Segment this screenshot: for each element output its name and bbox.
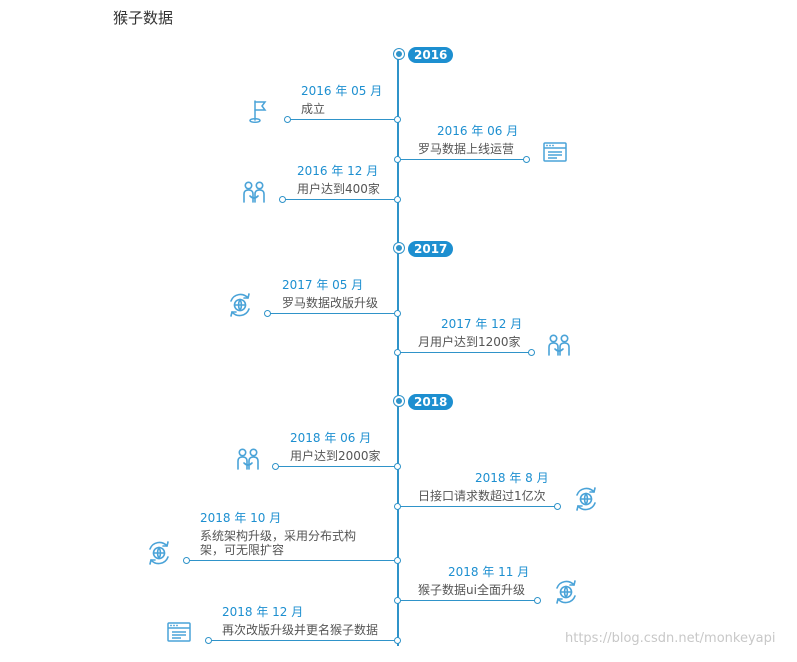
refresh-globe-icon bbox=[227, 292, 253, 318]
branch-line bbox=[398, 506, 558, 507]
event-date: 2018 年 8 月 bbox=[475, 471, 549, 485]
branch-line bbox=[398, 352, 531, 353]
year-dot bbox=[394, 396, 404, 406]
branch-end-dot bbox=[284, 116, 291, 123]
event-text: 系统架构升级，采用分布式构架，可无限扩容 bbox=[200, 529, 357, 557]
branch-line bbox=[187, 560, 398, 561]
branch-end-dot bbox=[534, 597, 541, 604]
event-date: 2018 年 12 月 bbox=[222, 605, 304, 619]
event-text: 成立 bbox=[301, 102, 326, 116]
event-text: 再次改版升级并更名猴子数据 bbox=[222, 623, 379, 637]
axis-junction-dot bbox=[394, 597, 401, 604]
axis-junction-dot bbox=[394, 637, 401, 644]
branch-end-dot bbox=[279, 196, 286, 203]
event-date: 2018 年 06 月 bbox=[290, 431, 372, 445]
event-text: 用户达到400家 bbox=[297, 182, 380, 196]
users-icon bbox=[241, 179, 267, 205]
year-badge-2018: 2018 bbox=[408, 394, 454, 410]
users-icon bbox=[235, 446, 261, 472]
event-date: 2018 年 10 月 bbox=[200, 511, 282, 525]
event-date: 2017 年 12 月 bbox=[441, 317, 523, 331]
event-text: 月用户达到1200家 bbox=[418, 335, 521, 349]
axis-junction-dot bbox=[394, 503, 401, 510]
year-dot bbox=[394, 49, 404, 59]
branch-line bbox=[268, 313, 398, 314]
year-badge-2016: 2016 bbox=[408, 47, 454, 63]
branch-line bbox=[398, 600, 538, 601]
branch-end-dot bbox=[528, 349, 535, 356]
branch-end-dot bbox=[264, 310, 271, 317]
branch-end-dot bbox=[554, 503, 561, 510]
branch-end-dot bbox=[205, 637, 212, 644]
event-text: 罗马数据改版升级 bbox=[282, 296, 379, 310]
event-text: 猴子数据ui全面升级 bbox=[418, 583, 525, 597]
page-title: 猴子数据 bbox=[113, 9, 174, 27]
refresh-globe-icon bbox=[573, 486, 599, 512]
branch-end-dot bbox=[523, 156, 530, 163]
branch-end-dot bbox=[183, 557, 190, 564]
year-dot bbox=[394, 243, 404, 253]
event-date: 2016 年 12 月 bbox=[297, 164, 379, 178]
branch-line bbox=[398, 159, 527, 160]
year-badge-2017: 2017 bbox=[408, 241, 454, 257]
axis-junction-dot bbox=[394, 349, 401, 356]
branch-line bbox=[288, 119, 398, 120]
event-date: 2018 年 11 月 bbox=[448, 565, 530, 579]
browser-window-icon bbox=[166, 619, 192, 645]
axis-junction-dot bbox=[394, 196, 401, 203]
event-date: 2016 年 05 月 bbox=[301, 84, 383, 98]
axis-junction-dot bbox=[394, 156, 401, 163]
axis-junction-dot bbox=[394, 463, 401, 470]
refresh-globe-icon bbox=[146, 540, 172, 566]
branch-end-dot bbox=[272, 463, 279, 470]
event-date: 2016 年 06 月 bbox=[437, 124, 519, 138]
event-text: 日接口请求数超过1亿次 bbox=[418, 489, 546, 503]
users-icon bbox=[546, 332, 572, 358]
browser-window-icon bbox=[542, 139, 568, 165]
axis-junction-dot bbox=[394, 116, 401, 123]
watermark: https://blog.csdn.net/monkeyapi bbox=[565, 631, 776, 646]
axis-junction-dot bbox=[394, 310, 401, 317]
axis-junction-dot bbox=[394, 557, 401, 564]
branch-line bbox=[276, 466, 398, 467]
refresh-globe-icon bbox=[553, 579, 579, 605]
flag-icon bbox=[246, 98, 272, 124]
branch-line bbox=[209, 640, 398, 641]
branch-line bbox=[283, 199, 398, 200]
event-date: 2017 年 05 月 bbox=[282, 278, 364, 292]
event-text: 罗马数据上线运营 bbox=[418, 142, 515, 156]
event-text: 用户达到2000家 bbox=[290, 449, 381, 463]
